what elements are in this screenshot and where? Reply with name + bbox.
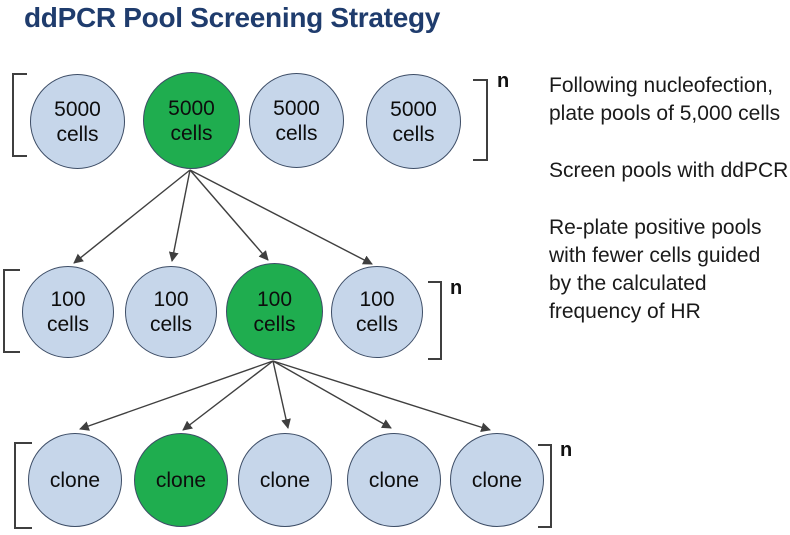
row3-clone-5: clone <box>450 433 544 527</box>
row3-clone-3: clone <box>238 433 332 527</box>
arrow-pool3-to-clone2 <box>182 360 274 431</box>
row2-n-label: n <box>450 277 463 299</box>
row2-pool-3-positive: 100 cells <box>226 263 323 360</box>
note-line: by the calculated <box>549 272 707 295</box>
arrow-pool3-to-clone4 <box>272 360 392 429</box>
pool-label: cells <box>46 313 89 336</box>
row3-left-bracket <box>14 442 32 529</box>
pool-label: clone <box>259 468 311 492</box>
row1-pool-4: 5000 cells <box>366 74 461 169</box>
row1-pool-3: 5000 cells <box>249 73 344 168</box>
row1-left-bracket <box>12 73 27 157</box>
pool-label: clone <box>368 468 420 492</box>
pool-label: cells <box>149 313 192 336</box>
note-line: Screen pools with ddPCR <box>549 159 789 182</box>
slide-title: ddPCR Pool Screening Strategy <box>24 2 441 33</box>
row2-pool-4: 100 cells <box>331 266 423 358</box>
pool-label: cells <box>275 121 318 145</box>
note-screen-pools: Screen pools with ddPCR <box>549 157 790 185</box>
row2-left-bracket <box>3 269 20 353</box>
pool-label: cells <box>355 313 398 336</box>
row1-right-bracket <box>473 79 488 161</box>
row3-clone-1: clone <box>28 433 122 527</box>
pool-label: 5000 <box>54 97 101 121</box>
pool-label: 100 <box>153 288 189 311</box>
arrow-pool3-to-clone5 <box>272 360 491 432</box>
pool-label: 5000 <box>390 97 437 121</box>
arrow-pool2-to-row2-pool1 <box>73 169 191 264</box>
pool-label: clone <box>155 468 207 492</box>
pool-label: clone <box>49 468 101 492</box>
arrow-pool2-to-row2-pool3 <box>189 169 269 261</box>
note-plate-pools: Following nucleofection, plate pools of … <box>549 72 790 128</box>
row3-right-bracket <box>538 444 552 528</box>
arrow-pool3-to-clone3 <box>272 360 291 429</box>
pool-label: 5000 <box>168 96 215 120</box>
pool-label: 100 <box>50 288 86 311</box>
note-line: plate pools of 5,000 cells <box>549 102 781 125</box>
row1-pool-1: 5000 cells <box>30 74 125 169</box>
row1-pool-2-positive: 5000 cells <box>143 72 240 169</box>
note-line: Following nucleofection, <box>549 74 774 97</box>
row3-n-label: n <box>560 439 573 461</box>
note-line: frequency of HR <box>549 300 701 323</box>
note-line: with fewer cells guided <box>549 244 761 267</box>
row2-right-bracket <box>428 281 442 360</box>
arrow-pool2-to-row2-pool2 <box>168 169 191 262</box>
pool-label: 100 <box>256 287 293 311</box>
pool-label: cells <box>170 121 213 145</box>
pool-label: cells <box>392 122 435 146</box>
row3-clone-4: clone <box>347 433 441 527</box>
pool-label: 100 <box>359 288 395 311</box>
pool-label: clone <box>471 468 523 492</box>
arrow-pool3-to-clone1 <box>79 360 274 431</box>
row2-pool-1: 100 cells <box>22 266 114 358</box>
row3-clone-2-positive: clone <box>134 433 228 527</box>
pool-label: cells <box>253 312 296 336</box>
row2-pool-2: 100 cells <box>125 266 217 358</box>
pool-label: cells <box>56 122 99 146</box>
arrow-pool2-to-row2-pool4 <box>189 169 373 265</box>
note-replate-pools: Re-plate positive pools with fewer cells… <box>549 214 790 326</box>
row1-n-label: n <box>497 70 510 92</box>
pool-label: 5000 <box>273 96 320 120</box>
note-line: Re-plate positive pools <box>549 216 762 239</box>
